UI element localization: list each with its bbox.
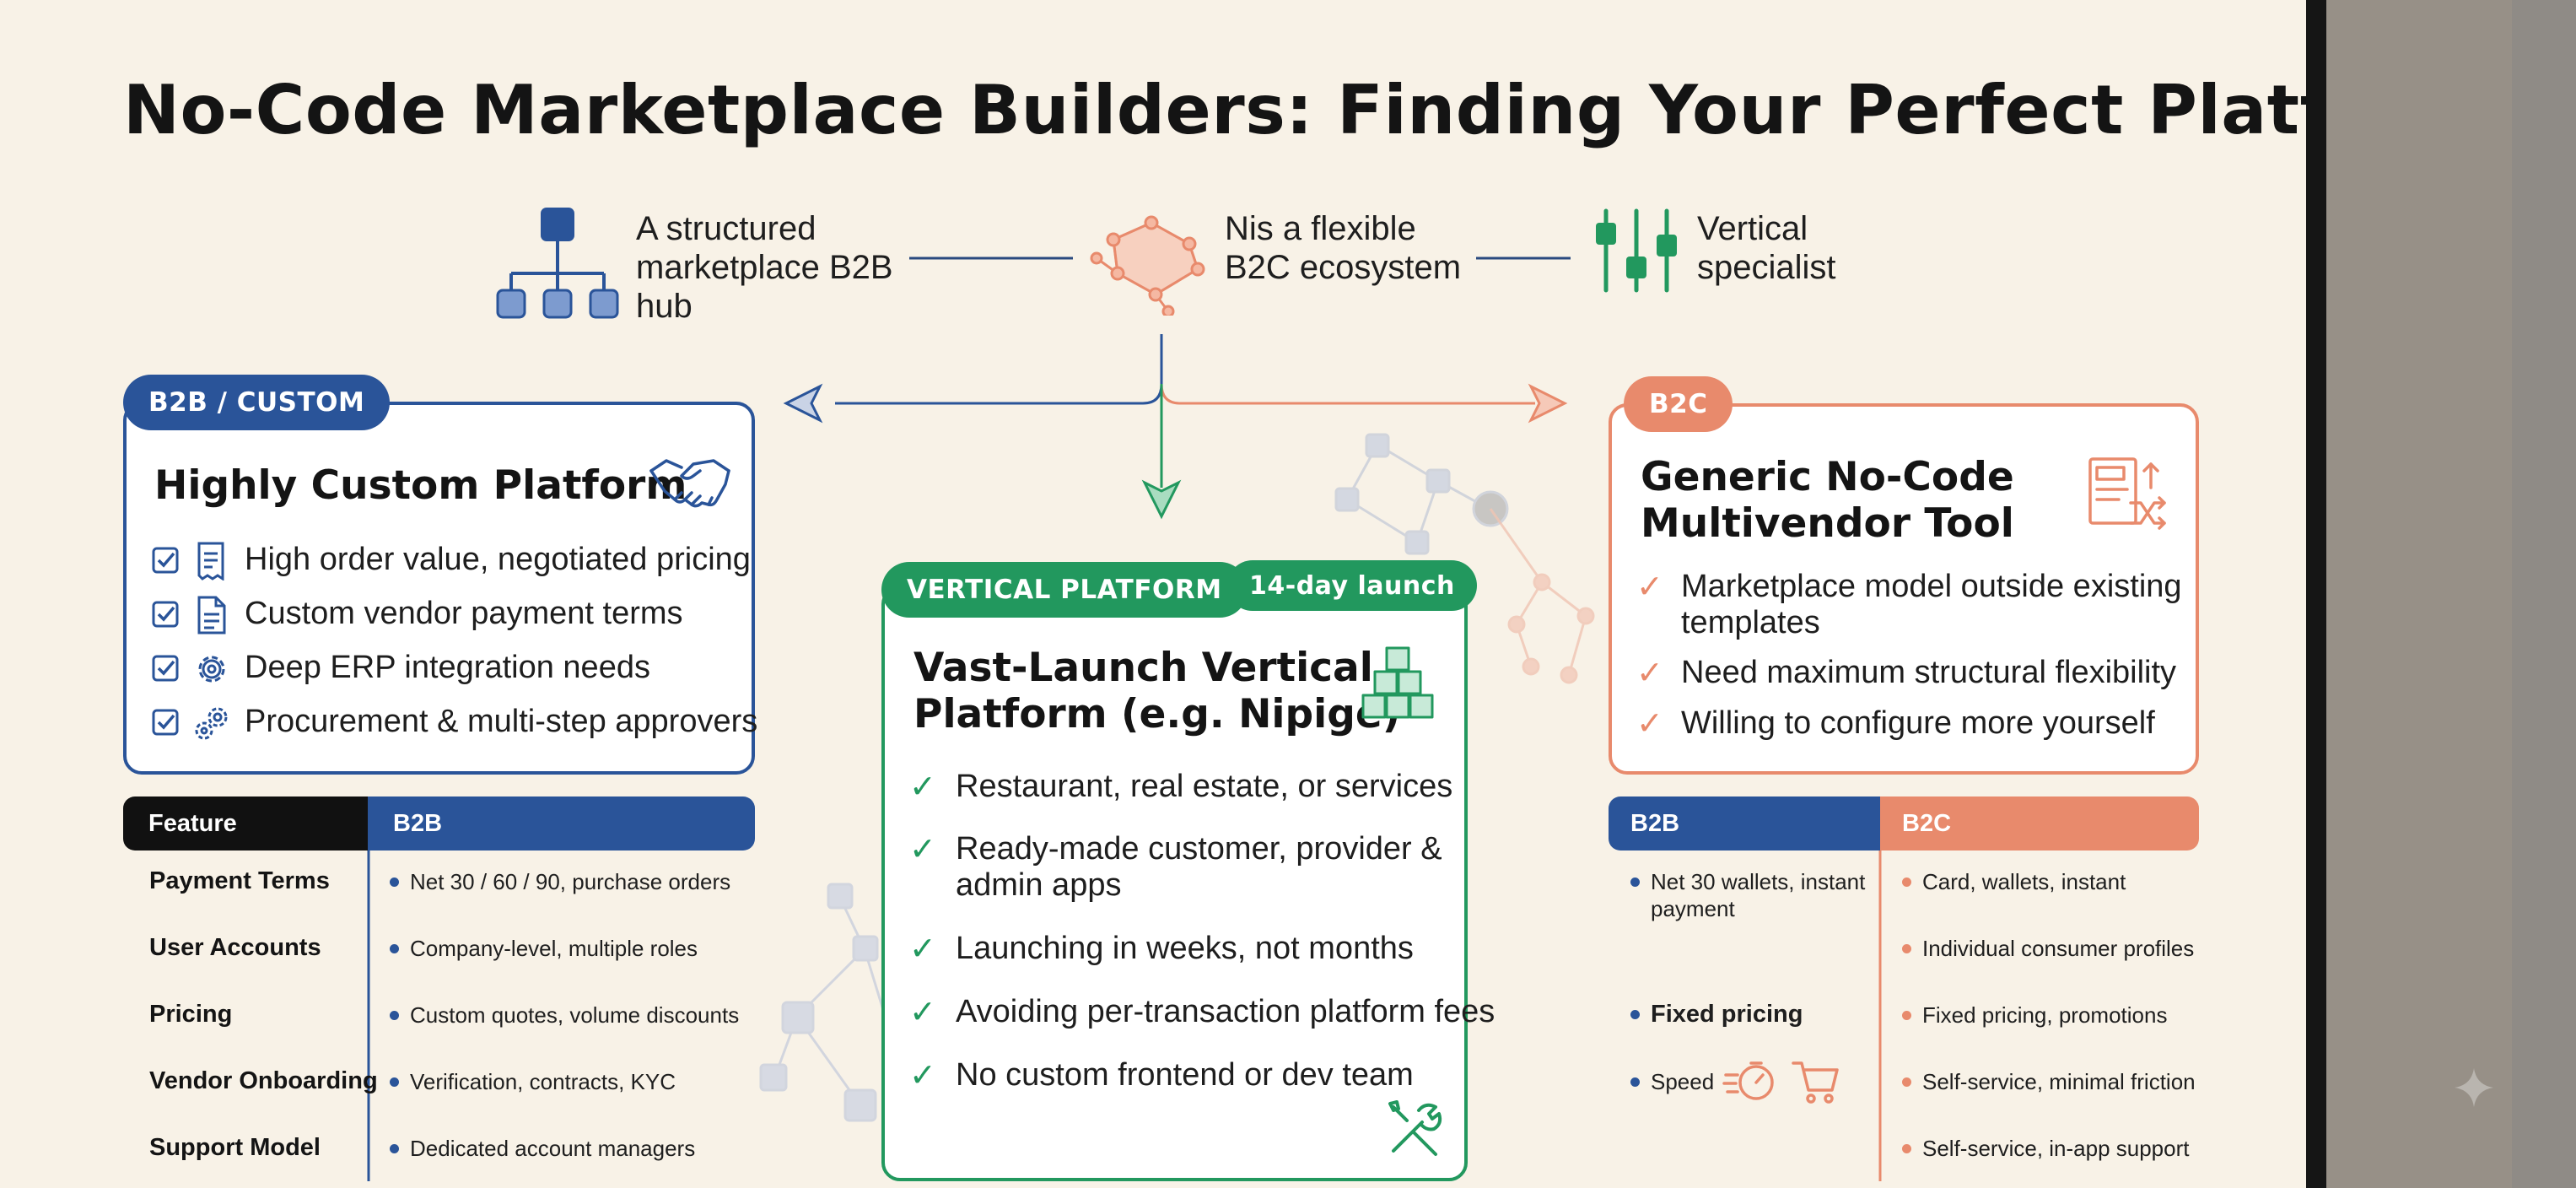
check-icon: ✓: [909, 993, 936, 1030]
table-cell: Company-level, multiple roles: [386, 935, 698, 962]
sliders-icon: [1596, 208, 1677, 293]
check-icon: ✓: [909, 768, 936, 805]
b2c-item: Willing to configure more yourself: [1681, 705, 2155, 741]
check-icon: ✓: [1636, 705, 1663, 742]
connector-layer: [367, 256, 1882, 1181]
b2b-item-text: High order value, negotiated pricing: [245, 542, 751, 577]
vertical-item: Ready-made customer, provider & admin ap…: [956, 831, 1442, 904]
table-cell: Card, wallets, instant: [1899, 868, 2126, 895]
b2b-item-text: Procurement & multi-step approvers: [245, 704, 758, 739]
table-cell: Speed: [1627, 1068, 1714, 1095]
cubes-icon: [1361, 646, 1434, 719]
viewer-divider: [2306, 0, 2326, 1188]
gear-icon: [198, 656, 225, 683]
top-label-line: specialist: [1697, 249, 1836, 286]
top-label-line: marketplace B2B: [636, 249, 893, 286]
checkbox-icon: [152, 601, 179, 628]
table-cell: Dedicated account managers: [386, 1135, 695, 1162]
top-label-line: Vertical: [1697, 210, 1808, 247]
decorative-network-left: [759, 883, 886, 1122]
decorative-network-orange: [1489, 508, 1595, 684]
vertical-item: Avoiding per-transaction platform fees: [956, 994, 1495, 1029]
vertical-item: Restaurant, real estate, or services: [956, 769, 1453, 804]
b2c-card-title-line: Generic No-Code: [1641, 454, 2014, 500]
table-header-b2c: B2C: [1880, 796, 2199, 850]
checkbox-icon: [152, 709, 179, 736]
vertical-item: Launching in weeks, not months: [956, 931, 1414, 966]
table-cell: Custom quotes, volume discounts: [386, 1002, 739, 1029]
table-cell: Individual consumer profiles: [1899, 935, 2194, 962]
gears-icon: [195, 707, 228, 740]
b2b-card-title: Highly Custom Platform: [154, 462, 687, 509]
vertical-item-line: Ready-made customer, provider &: [956, 831, 1442, 867]
page-title: No-Code Marketplace Builders: Finding Yo…: [123, 71, 2306, 149]
hierarchy-icon: [496, 208, 619, 319]
stopwatch-icon: [1722, 1061, 1774, 1100]
b2c-item-line: Marketplace model outside existing: [1681, 569, 2182, 604]
check-icon: ✓: [909, 930, 936, 967]
checkbox-icon: [152, 655, 179, 682]
table-header-feature: Feature: [123, 796, 369, 850]
b2c-card-title-line: Multivendor Tool: [1641, 500, 2014, 547]
table-row-label: Pricing: [149, 1001, 233, 1028]
b2b-custom-card: [123, 402, 755, 775]
top-label-line: hub: [636, 288, 693, 325]
handshake-icon: [649, 459, 730, 508]
table-cell: Fixed pricing: [1627, 1001, 1803, 1028]
b2b-custom-tag: B2B / CUSTOM: [123, 375, 391, 430]
sparkle-icon: [2455, 1068, 2493, 1107]
table-header-b2b: B2B: [368, 796, 755, 850]
shopping-cart-icon: [1792, 1061, 1839, 1104]
b2c-item: Need maximum structural flexibility: [1681, 655, 2177, 690]
b2c-item: Marketplace model outside existing templ…: [1681, 569, 2182, 641]
table-row-label: Vendor Onboarding: [149, 1067, 378, 1094]
table-cell-line: payment: [1651, 896, 1735, 921]
vertical-card-title: Vast-Launch Vertical Platform (e.g. Nipi…: [913, 645, 1400, 737]
check-icon: ✓: [909, 830, 936, 867]
table-cell: Self-service, minimal friction: [1899, 1068, 2196, 1095]
vertical-item-line: admin apps: [956, 867, 1122, 903]
table-cell: Net 30 wallets, instant payment: [1627, 868, 1865, 922]
top-label-line: Nis a flexible: [1225, 210, 1416, 247]
top-label-line: B2C ecosystem: [1225, 249, 1462, 286]
table-cell-line: Net 30 wallets, instant: [1651, 869, 1866, 894]
b2c-item-line: templates: [1681, 605, 1820, 640]
vertical-item: No custom frontend or dev team: [956, 1057, 1414, 1093]
receipt-icon: [197, 542, 224, 580]
table-row-label: Payment Terms: [149, 867, 330, 894]
network-icon: [1090, 215, 1205, 316]
check-icon: ✓: [909, 1056, 936, 1094]
table-cell: Fixed pricing, promotions: [1899, 1002, 2167, 1029]
table-row-label: Support Model: [149, 1134, 321, 1161]
check-icon: ✓: [1636, 654, 1663, 691]
table-row-label: User Accounts: [149, 934, 321, 961]
b2c-tag: B2C: [1624, 376, 1733, 432]
vertical-card-title-line: Platform (e.g. Nipige): [913, 691, 1401, 737]
vertical-platform-tag: VERTICAL PLATFORM: [881, 562, 1248, 618]
shuffle-document-icon: [2088, 457, 2166, 530]
table-cell: Verification, contracts, KYC: [386, 1068, 676, 1095]
checkbox-icon: [152, 547, 179, 574]
table-header-b2b-right: B2B: [1609, 796, 1882, 850]
table-cell: Net 30 / 60 / 90, purchase orders: [386, 868, 730, 895]
vertical-platform-card: [881, 586, 1468, 1181]
viewer-side-strip: [2512, 0, 2576, 1188]
infographic-canvas: No-Code Marketplace Builders: Finding Yo…: [123, 71, 2306, 1181]
b2c-card-title: Generic No-Code Multivendor Tool: [1641, 454, 2014, 547]
tools-icon: [1388, 1100, 1442, 1156]
launch-badge: 14-day launch: [1227, 560, 1477, 611]
b2b-item-text: Deep ERP integration needs: [245, 650, 650, 685]
viewer-side-panel: [2326, 0, 2512, 1188]
vertical-card-title-line: Vast-Launch Vertical: [913, 645, 1373, 691]
table-cell: Self-service, in-app support: [1899, 1135, 2189, 1162]
decorative-network-center: [1334, 433, 1509, 555]
check-icon: ✓: [1636, 568, 1663, 605]
b2b-item-text: Custom vendor payment terms: [245, 596, 683, 631]
b2c-card: [1609, 403, 2199, 775]
document-icon: [197, 596, 226, 634]
top-label-line: A structured: [636, 210, 816, 247]
